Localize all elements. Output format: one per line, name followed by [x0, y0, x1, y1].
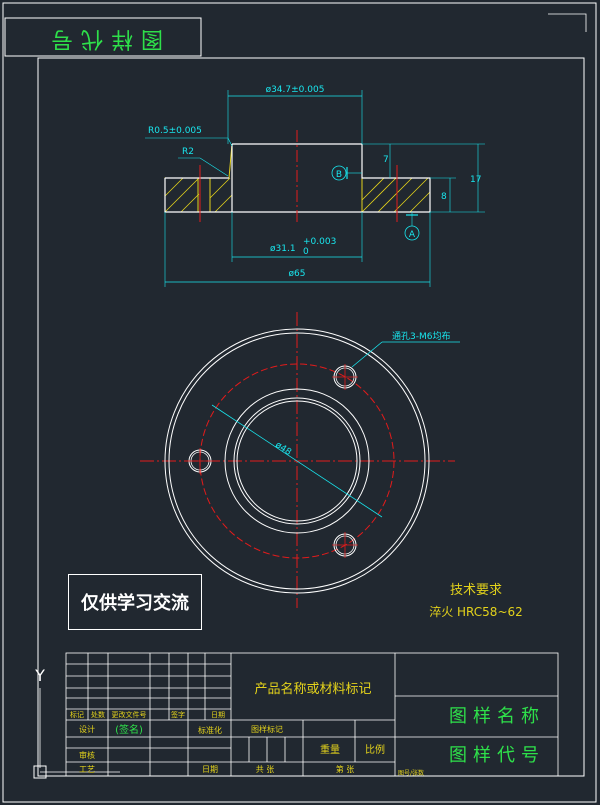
corner-title-box — [4, 17, 202, 57]
title-block — [65, 652, 559, 777]
section-view — [164, 130, 431, 222]
tb-design-sign: (签名) — [115, 723, 143, 736]
section-dimensions: ø34.7±0.005 R0.5±0.005 R2 7 17 8 ø31.1 +… — [145, 85, 485, 287]
tech-req-line1: 淬火 HRC58~62 — [429, 604, 523, 619]
watermark-box: 仅供学习交流 — [68, 574, 202, 630]
section-hatch-right — [361, 177, 431, 213]
tb-sheets-total: 共 张 — [256, 765, 275, 774]
datum-b-label: B — [336, 170, 342, 180]
outer-flange-circle — [164, 328, 430, 594]
dim-height-8: 8 — [441, 192, 447, 202]
tb-sheet-no: 第 张 — [336, 764, 355, 774]
bolt-hole-left — [187, 448, 213, 474]
corner-marker-top-right — [548, 13, 587, 32]
tb-header-count: 处数 — [91, 710, 105, 719]
tb-header-date: 日期 — [211, 711, 225, 719]
dim-radius-small: R0.5±0.005 — [148, 126, 202, 136]
bolt-hole-bottom — [332, 532, 358, 558]
dim-bore-diameter: ø31.1 — [270, 244, 296, 254]
dim-outer-diameter: ø65 — [289, 269, 306, 279]
tb-header-mark: 标记 — [70, 710, 84, 719]
bore-inner — [233, 397, 361, 525]
dim-radius-r2: R2 — [182, 147, 194, 157]
bore-outer — [224, 388, 370, 534]
datum-a-label: A — [409, 230, 416, 240]
corner-title-text: 图样代号 — [43, 26, 163, 51]
dim-bore-tol-lower: 0 — [303, 247, 309, 257]
tb-header-sign: 签字 — [171, 710, 185, 719]
bolt-hole-top — [332, 364, 358, 390]
tb-footer-small: 图号/张数 — [398, 769, 424, 777]
tb-standard-label: 标准化 — [198, 725, 222, 735]
tb-design-label: 设计 — [79, 724, 95, 734]
dim-depth-7: 7 — [383, 155, 389, 165]
tb-process-date: 日期 — [202, 765, 218, 774]
tb-process-label: 工艺 — [79, 765, 95, 774]
tb-stage-label: 图样标记 — [251, 724, 283, 734]
axis-origin-box — [33, 765, 47, 779]
drawing-name-field: 图样名称 — [449, 706, 545, 727]
plan-view: ø48 通孔3-M6均布 — [140, 312, 460, 608]
tb-scale-label: 比例 — [365, 743, 385, 756]
tb-check-label: 审核 — [79, 750, 95, 760]
holes-note: 通孔3-M6均布 — [392, 330, 450, 342]
axis-y-label: Y — [34, 666, 45, 685]
dim-top-diameter: ø34.7±0.005 — [266, 85, 325, 95]
tb-weight-label: 重量 — [320, 743, 340, 756]
tb-header-file: 更改文件号 — [112, 710, 147, 719]
dim-height-17: 17 — [470, 175, 481, 185]
drawing-number-field: 图样代号 — [449, 745, 545, 766]
dim-bore-tol-upper: +0.003 — [303, 237, 336, 247]
product-name: 产品名称或材料标记 — [254, 681, 371, 697]
dim-pitch-circle: ø48 — [273, 440, 293, 458]
tech-req-heading: 技术要求 — [450, 583, 502, 598]
drawing-border — [37, 57, 585, 777]
